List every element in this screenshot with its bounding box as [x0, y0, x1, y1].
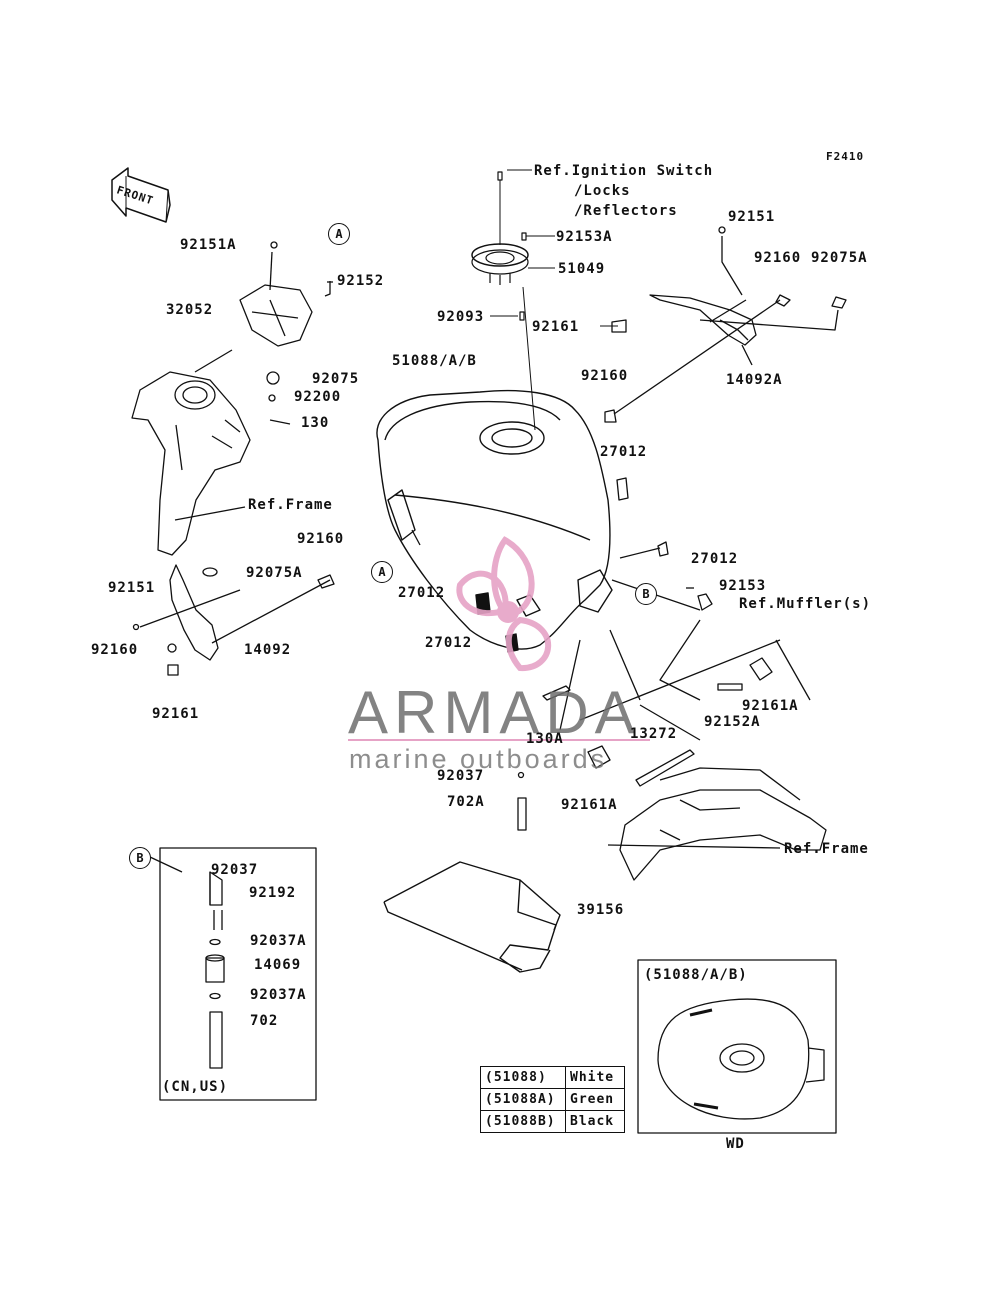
part-label: 92160: [91, 642, 139, 658]
color-table: (51088) White (51088A) Green (51088B) Bl…: [480, 1066, 625, 1133]
ref-frame-right: Ref.Frame: [784, 841, 869, 857]
left-frame-icon: [131, 241, 333, 556]
ref-ignition-switch: Ref.Ignition Switch: [534, 163, 714, 179]
inset-wd-label: WD: [726, 1136, 745, 1152]
ref-muffler: Ref.Muffler(s): [739, 596, 872, 612]
part-label: 92160: [297, 531, 345, 547]
color-code: (51088B): [480, 1110, 566, 1133]
watermark-title: ARMADA: [348, 679, 641, 746]
part-label: 92151: [728, 209, 776, 225]
right-bracket-icon: [604, 226, 847, 423]
part-label: 92153: [719, 578, 767, 594]
part-label: 92093: [437, 309, 485, 325]
part-label: 14092A: [726, 372, 783, 388]
part-label: 92152: [337, 273, 385, 289]
inset-part-label: 92037A: [250, 933, 307, 949]
part-label: 51088/A/B: [392, 353, 477, 369]
diagram-code: F2410: [826, 150, 865, 163]
part-label: 130A: [526, 731, 564, 747]
part-label: 92161A: [561, 797, 618, 813]
ref-frame-left: Ref.Frame: [248, 497, 333, 513]
inset-part-label: 92192: [249, 885, 297, 901]
callout-a-top: A: [328, 223, 350, 245]
inset-wd-box: [637, 959, 837, 1134]
color-name: Green: [565, 1088, 625, 1111]
part-label: 27012: [600, 444, 648, 460]
part-label: 92075A: [811, 250, 868, 266]
fuel-cap-icon: [471, 171, 529, 321]
callout-a-mid: A: [371, 561, 393, 583]
part-label: 27012: [691, 551, 739, 567]
inset-part-label: 92037: [211, 862, 259, 878]
table-row: (51088) White: [480, 1066, 625, 1089]
left-bracket-icon: [132, 529, 421, 676]
watermark-propeller-icon: [456, 536, 552, 672]
part-label: 92153A: [556, 229, 613, 245]
part-label: 14092: [244, 642, 292, 658]
part-label: 51049: [558, 261, 606, 277]
inset-part-label: 92037A: [250, 987, 307, 1003]
callout-b-inset: B: [129, 847, 151, 869]
table-row: (51088B) Black: [480, 1110, 625, 1133]
fuel-tank-icon: [376, 389, 613, 653]
color-name: White: [565, 1066, 625, 1089]
ref-locks: /Locks: [574, 183, 631, 199]
color-code: (51088): [480, 1066, 566, 1089]
part-label: 92151A: [180, 237, 237, 253]
color-code: (51088A): [480, 1088, 566, 1111]
part-label: 92200: [294, 389, 342, 405]
front-arrow-icon: [111, 167, 171, 223]
part-label: 92151: [108, 580, 156, 596]
color-name: Black: [565, 1110, 625, 1133]
part-label: 92161A: [742, 698, 799, 714]
rubber-pad-icon: [383, 861, 561, 973]
watermark-subtitle: marine outboards: [349, 744, 608, 774]
inset-wd-title: (51088/A/B): [644, 967, 748, 983]
part-label: 32052: [166, 302, 214, 318]
table-row: (51088A) Green: [480, 1088, 625, 1111]
inset-cn-us-box: [149, 847, 317, 1101]
part-label: 92075: [312, 371, 360, 387]
part-label: 702A: [447, 794, 485, 810]
part-label: 13272: [630, 726, 678, 742]
part-label: 92160: [581, 368, 629, 384]
part-label: 130: [301, 415, 330, 431]
inset-cn-us-label: (CN,US): [162, 1079, 229, 1095]
right-frame-icon: [517, 477, 827, 881]
part-label: 39156: [577, 902, 625, 918]
part-label: 92160: [754, 250, 802, 266]
ref-reflectors: /Reflectors: [574, 203, 678, 219]
part-label: 27012: [425, 635, 473, 651]
part-label: 92152A: [704, 714, 761, 730]
part-label: 92161: [532, 319, 580, 335]
part-label: 27012: [398, 585, 446, 601]
callout-b-mid: B: [635, 583, 657, 605]
part-label: 92037: [437, 768, 485, 784]
part-label: 92161: [152, 706, 200, 722]
inset-part-label: 702: [250, 1013, 279, 1029]
inset-part-label: 14069: [254, 957, 302, 973]
part-label: 92075A: [246, 565, 303, 581]
